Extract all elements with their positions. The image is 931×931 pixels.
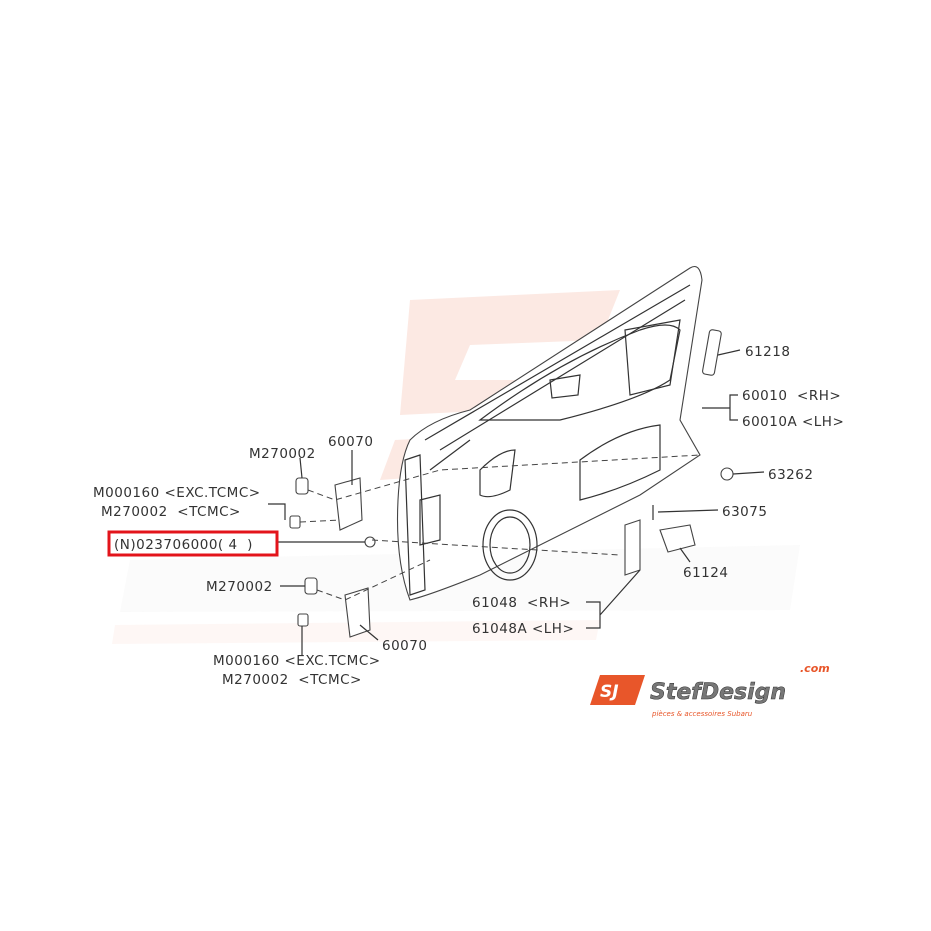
label-m270002-mid: M270002: [206, 579, 273, 595]
label-60010a: 60010A <LH>: [742, 414, 844, 430]
part-61124-icon: [659, 524, 696, 553]
bolt-bottom-small-icon: [297, 613, 309, 627]
part-61048-icon: [624, 519, 641, 576]
door-panel-drawing: [396, 265, 703, 601]
label-63075: 63075: [722, 504, 767, 520]
hinge-top-icon: [334, 477, 363, 531]
label-63262: 63262: [768, 467, 813, 483]
label-m270002-tcmc-top: M270002 <TCMC>: [101, 504, 241, 520]
stefdesign-logo: SJ StefDesign .com pièces & accessoires …: [590, 662, 830, 718]
label-60070-top: 60070: [328, 434, 373, 450]
bolt-top-small-icon: [289, 515, 301, 529]
logo-tagline: pièces & accessoires Subaru: [651, 710, 753, 718]
label-61218: 61218: [745, 344, 790, 360]
label-61048: 61048 <RH>: [472, 595, 571, 611]
label-60010: 60010 <RH>: [742, 388, 841, 404]
label-61048a: 61048A <LH>: [472, 621, 574, 637]
watermark-monogram-icon: [380, 290, 620, 480]
logo-tld: .com: [800, 662, 830, 675]
label-60070-bottom: 60070: [382, 638, 427, 654]
highlight-box: [107, 530, 279, 557]
label-m000160-top: M000160 <EXC.TCMC>: [93, 485, 261, 501]
bolt-top-icon: [295, 477, 309, 495]
nut-icon: [364, 536, 376, 548]
label-m270002-tcmc-bottom: M270002 <TCMC>: [222, 672, 362, 688]
label-61124: 61124: [683, 565, 728, 581]
hinge-bottom-icon: [344, 587, 371, 638]
label-m270002-top: M270002: [249, 446, 316, 462]
label-highlighted-part[interactable]: (N)023706000( 4 ): [114, 537, 253, 553]
label-m000160-bottom: M000160 <EXC.TCMC>: [213, 653, 381, 669]
bolt-bottom-icon: [304, 577, 318, 595]
logo-brand: StefDesign: [650, 680, 786, 705]
logo-monogram: SJ: [600, 682, 619, 702]
part-61218-icon: [702, 329, 722, 376]
part-63262-icon: [720, 467, 734, 481]
logo-monogram-icon: [590, 675, 645, 705]
